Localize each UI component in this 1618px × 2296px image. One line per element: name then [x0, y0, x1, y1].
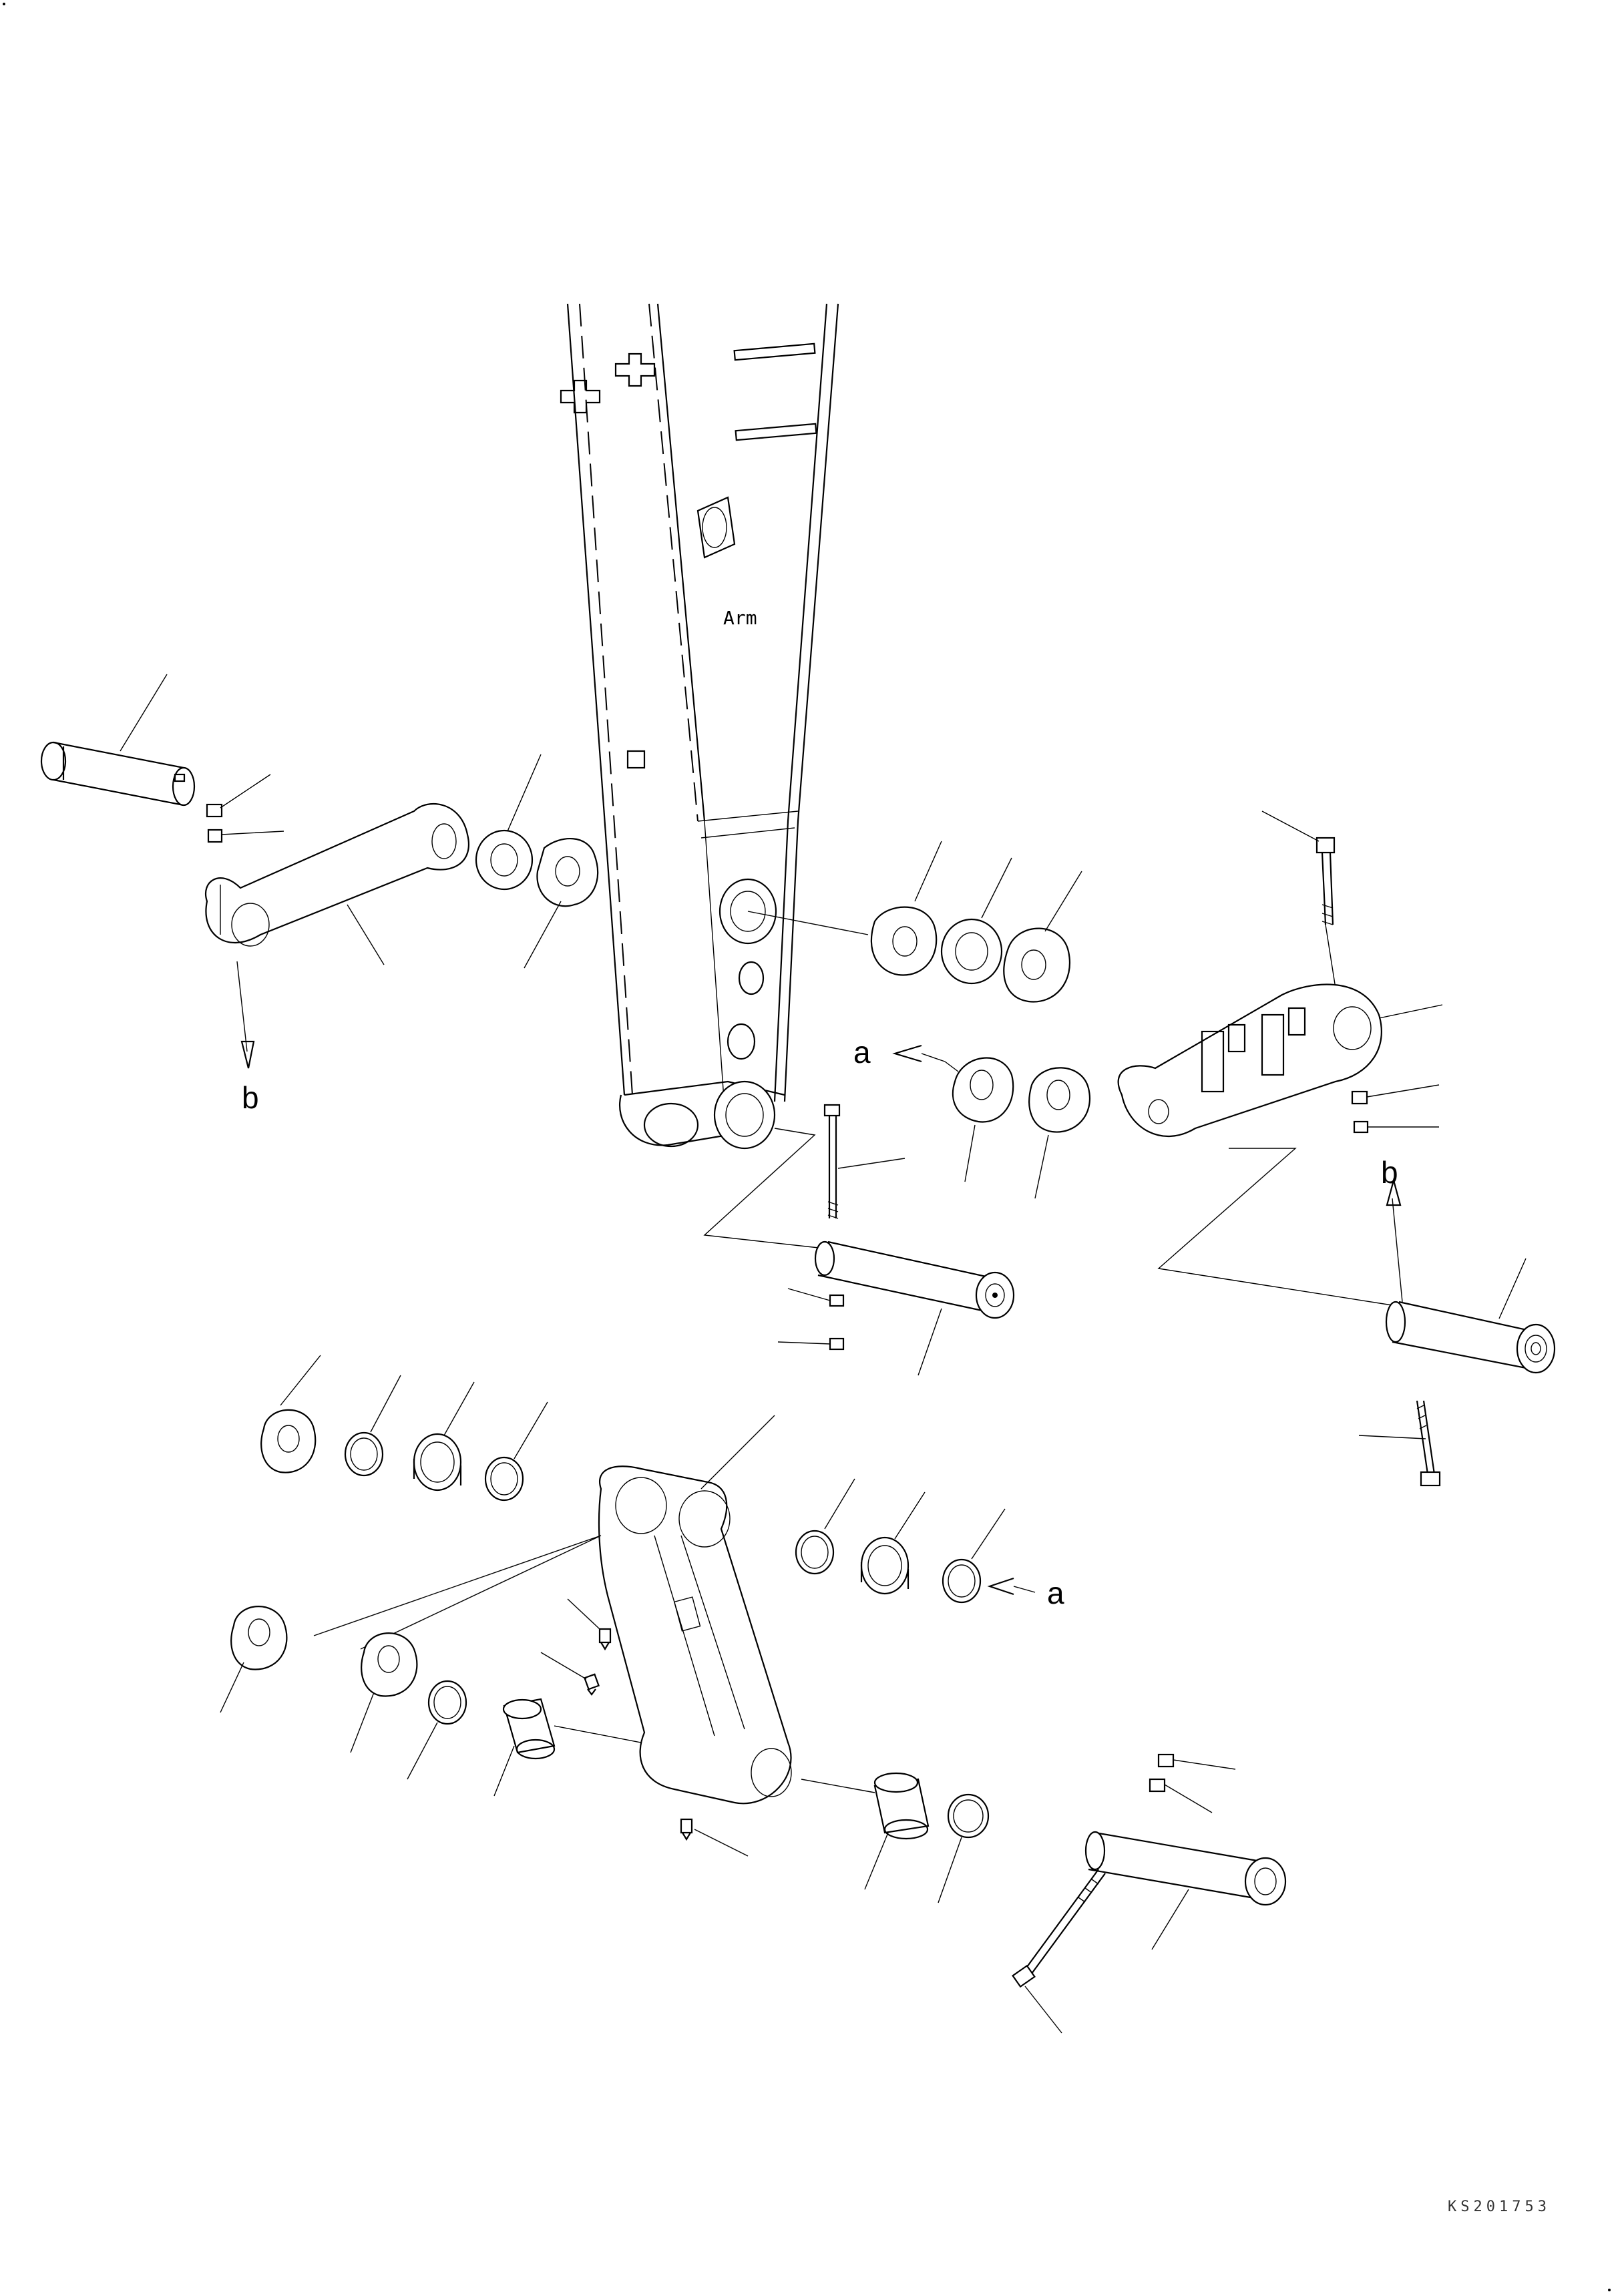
- bushing: [502, 1698, 556, 1760]
- seal-ring: [795, 1530, 835, 1575]
- nut: [829, 1294, 845, 1307]
- left-pin: [40, 741, 196, 807]
- ref-letter-b-left: b: [242, 1080, 259, 1115]
- washer: [1149, 1778, 1166, 1793]
- left-link: [205, 802, 469, 947]
- grease-fitting: [598, 1628, 612, 1651]
- right-bolt: [1261, 811, 1336, 925]
- bushing: [860, 1536, 909, 1595]
- ref-letter-b-right: b: [1381, 1155, 1398, 1190]
- bushing: [873, 1772, 930, 1840]
- seal-ring: [344, 1431, 384, 1477]
- shim: [230, 1606, 288, 1670]
- grease-fitting: [583, 1673, 600, 1696]
- arrow: [892, 1044, 922, 1063]
- grease-fitting: [680, 1818, 693, 1841]
- nut: [1157, 1753, 1175, 1768]
- center-bolt: [823, 1104, 905, 1219]
- shim: [361, 1632, 418, 1697]
- right-link: [1117, 983, 1382, 1137]
- ref-letter-a-upper: a: [853, 1035, 871, 1070]
- shim: [952, 1057, 1014, 1123]
- shim: [260, 1409, 317, 1473]
- shim: [1028, 1067, 1090, 1133]
- center-pin: [814, 1240, 1015, 1319]
- bottom-link: [598, 1465, 792, 1805]
- seal-ring: [484, 1456, 524, 1502]
- nut: [1351, 1090, 1368, 1105]
- bushing: [413, 1433, 462, 1491]
- ref-letter-a-lower: a: [1047, 1576, 1064, 1610]
- washer: [207, 829, 223, 843]
- arrow: [987, 1577, 1014, 1596]
- shim: [536, 837, 599, 907]
- right-pin: [1385, 1301, 1556, 1374]
- leader-line: [120, 674, 168, 752]
- nut: [206, 803, 223, 818]
- bottom-pin: [1084, 1831, 1287, 1906]
- center-shims: [870, 906, 1070, 1003]
- bottom-right-bolt: [1416, 1400, 1441, 1487]
- arm-label: Arm: [723, 607, 757, 629]
- washer: [829, 1337, 845, 1351]
- seal-ring: [947, 1793, 990, 1839]
- drawing-code: KS201753: [1448, 2199, 1551, 2215]
- arm-body: [560, 303, 839, 1150]
- shim: [475, 829, 534, 891]
- seal-ring: [427, 1680, 467, 1725]
- washer: [1353, 1120, 1369, 1134]
- bottom-bolt: [1012, 1869, 1106, 1988]
- seal-ring: [942, 1558, 982, 1604]
